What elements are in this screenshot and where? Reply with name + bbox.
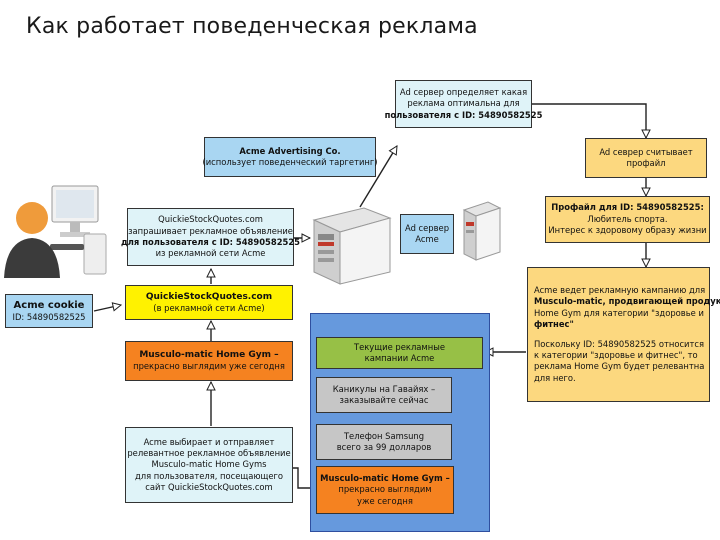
musculo-panel-box: Musculo-matic Home Gym – прекрасно выгля… [316, 466, 454, 514]
box-line: реклама оптимальна для [407, 98, 520, 109]
box-line: Ad сервер определяет какая [399, 86, 528, 97]
box-line: Acme выбирает и отправляет [143, 436, 275, 447]
box-line: из рекламной сети Acme [155, 248, 266, 259]
box-line: Текущие рекламные [353, 341, 445, 352]
box-line: Интерес к здоровому образу жизни [548, 225, 707, 236]
campaign-box: Acme ведет рекламную кампанию для Muscul… [527, 267, 720, 402]
box-line: к категории "здоровье и фитнес", то [534, 349, 698, 360]
profile-box: Профайл для ID: 54890582525: Любитель сп… [545, 196, 710, 243]
box-line: Ad сервер [404, 222, 450, 233]
box-line: Acme Advertising Co. [239, 145, 341, 156]
acme-cookie-box: Acme cookie ID: 54890582525 [5, 294, 93, 328]
box-line: фитнес" [534, 319, 574, 330]
box-line: QuickieStockQuotes.com [158, 214, 263, 225]
box-line: релевантное рекламное объявление [127, 447, 291, 458]
acme-advertising-box: Acme Advertising Co. (использует поведен… [202, 137, 378, 177]
box-line: для пользователя, посещающего [134, 470, 284, 481]
box-line: заказывайте сейчас [339, 395, 429, 405]
box-line: пользователя с ID: 54890582525 [384, 109, 543, 120]
box-line: прекрасно выглядим [338, 484, 432, 495]
box-line: Musculo-matic Home Gyms [151, 459, 267, 470]
box-line: Телефон Samsung [343, 430, 425, 441]
ad-server-reads-box: Ad севрер считывает профайл [585, 138, 707, 178]
quickie-requests-box: QuickieStockQuotes.com запрашивает рекла… [121, 208, 300, 266]
user-at-computer-icon [2, 180, 110, 290]
box-line: Musculo-matic, продвигающей продукт [534, 296, 720, 307]
box-line: Поскольку ID: 54890582525 относится [534, 338, 705, 349]
box-line: (использует поведенческий таргетинг) [202, 157, 378, 167]
current-campaigns-box: Текущие рекламные кампании Acme [316, 337, 483, 369]
box-line: реклама Home Gym будет релевантна [534, 361, 705, 372]
ad-server-decides-box: Ad сервер определяет какая реклама оптим… [385, 80, 542, 128]
box-line: Ad севрер считывает [599, 146, 693, 157]
hawaii-campaign-box: Каникулы на Гавайях – заказывайте сейчас [316, 377, 452, 413]
box-line: уже сегодня [357, 495, 413, 506]
box-line: для пользователя с ID: 54890582525 [121, 237, 301, 247]
page-title: Как работает поведенческая реклама [26, 14, 478, 39]
server-tower-icon [306, 206, 396, 286]
box-line: Acme ведет рекламную кампанию для [534, 285, 706, 296]
box-line: Каникулы на Гавайях – [332, 383, 436, 394]
box-line: сайт QuickieStockQuotes.com [145, 482, 273, 493]
box-line: QuickieStockQuotes.com [145, 291, 273, 302]
box-line: Musculo-matic Home Gym – [320, 472, 450, 483]
box-line: (в рекламной сети Acme) [153, 302, 265, 313]
samsung-campaign-box: Телефон Samsung всего за 99 долларов [316, 424, 452, 460]
box-line: кампании Acme [364, 353, 435, 363]
box-line: для него. [534, 372, 576, 383]
box-line: Любитель спорта. [587, 213, 668, 224]
ad-server-acme-box: Ad сервер Acme [400, 214, 454, 254]
box-line: Acme cookie [13, 299, 85, 311]
box-line: прекрасно выглядим уже сегодня [133, 361, 285, 372]
box-line: Профайл для ID: 54890582525: [551, 202, 704, 213]
box-line: ID: 54890582525 [12, 312, 86, 323]
box-line: профайл [626, 158, 666, 168]
quickie-network-box: QuickieStockQuotes.com (в рекламной сети… [125, 285, 293, 320]
box-line: запрашивает рекламное объявление [128, 225, 293, 236]
box-line: Home Gym для категории "здоровье и [534, 307, 704, 318]
acme-selects-box: Acme выбирает и отправляет релевантное р… [125, 427, 293, 503]
box-line: Musculo-matic Home Gym – [139, 350, 279, 361]
musculo-ad-box: Musculo-matic Home Gym – прекрасно выгля… [125, 341, 293, 381]
box-line: всего за 99 долларов [336, 442, 432, 452]
box-line: Acme [415, 234, 439, 244]
small-server-icon [460, 200, 504, 264]
